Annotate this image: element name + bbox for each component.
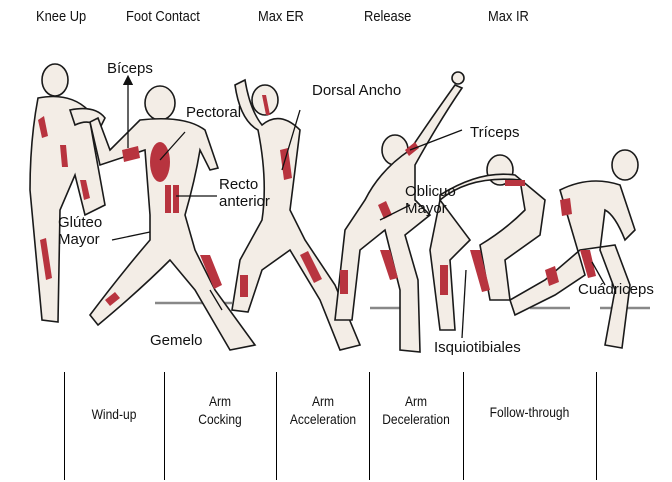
event-release: Release xyxy=(364,8,411,25)
label-gluteo-mayor: Glúteo Mayor xyxy=(58,214,102,248)
phase-label-line1: Arm xyxy=(209,393,231,409)
label-triceps: Tríceps xyxy=(470,124,519,141)
phase-label-line1: Arm xyxy=(312,393,334,409)
label-gluteo-line1: Glúteo xyxy=(58,214,102,231)
phase-label-line2: Cocking xyxy=(198,411,242,427)
phase-label-line1: Arm xyxy=(405,393,427,409)
phase-label-line1: Follow-through xyxy=(490,404,570,420)
figure-foot-contact xyxy=(90,86,255,350)
phase-arm-cocking: Arm Cocking xyxy=(172,392,268,428)
event-knee-up: Knee Up xyxy=(36,8,86,25)
label-recto-line1: Recto xyxy=(219,176,258,193)
phase-divider xyxy=(596,372,597,480)
label-gluteo-line2: Mayor xyxy=(58,231,100,248)
label-oblicuo-mayor: Oblicuo Mayor xyxy=(405,183,456,217)
phase-arm-deceleration: Arm Deceleration xyxy=(368,392,464,428)
label-gemelo: Gemelo xyxy=(150,332,203,349)
label-recto-line2: anterior xyxy=(219,193,270,210)
phase-wind-up: Wind-up xyxy=(71,405,157,423)
phase-label-line1: Wind-up xyxy=(92,406,137,422)
event-max-ir: Max IR xyxy=(488,8,529,25)
event-max-er: Max ER xyxy=(258,8,304,25)
label-dorsal-ancho: Dorsal Ancho xyxy=(312,82,401,99)
phase-label-line2: Deceleration xyxy=(382,411,450,427)
label-oblicuo-line2: Mayor xyxy=(405,200,447,217)
label-biceps: Bíceps xyxy=(107,60,153,77)
phase-divider xyxy=(164,372,165,480)
event-foot-contact: Foot Contact xyxy=(126,8,200,25)
phase-divider xyxy=(64,372,65,480)
label-pectoral: Pectoral xyxy=(186,104,241,121)
label-isquiotibiales: Isquiotibiales xyxy=(434,339,521,356)
label-oblicuo-line1: Oblicuo xyxy=(405,183,456,200)
label-cuadriceps: Cuádriceps xyxy=(578,281,654,298)
figure-finish xyxy=(510,150,638,348)
phase-follow-through: Follow-through xyxy=(472,403,586,421)
label-recto-anterior: Recto anterior xyxy=(219,176,270,210)
figure-knee-up xyxy=(30,64,105,322)
phase-arm-acceleration: Arm Acceleration xyxy=(276,392,371,428)
phase-label-line2: Acceleration xyxy=(290,411,356,427)
